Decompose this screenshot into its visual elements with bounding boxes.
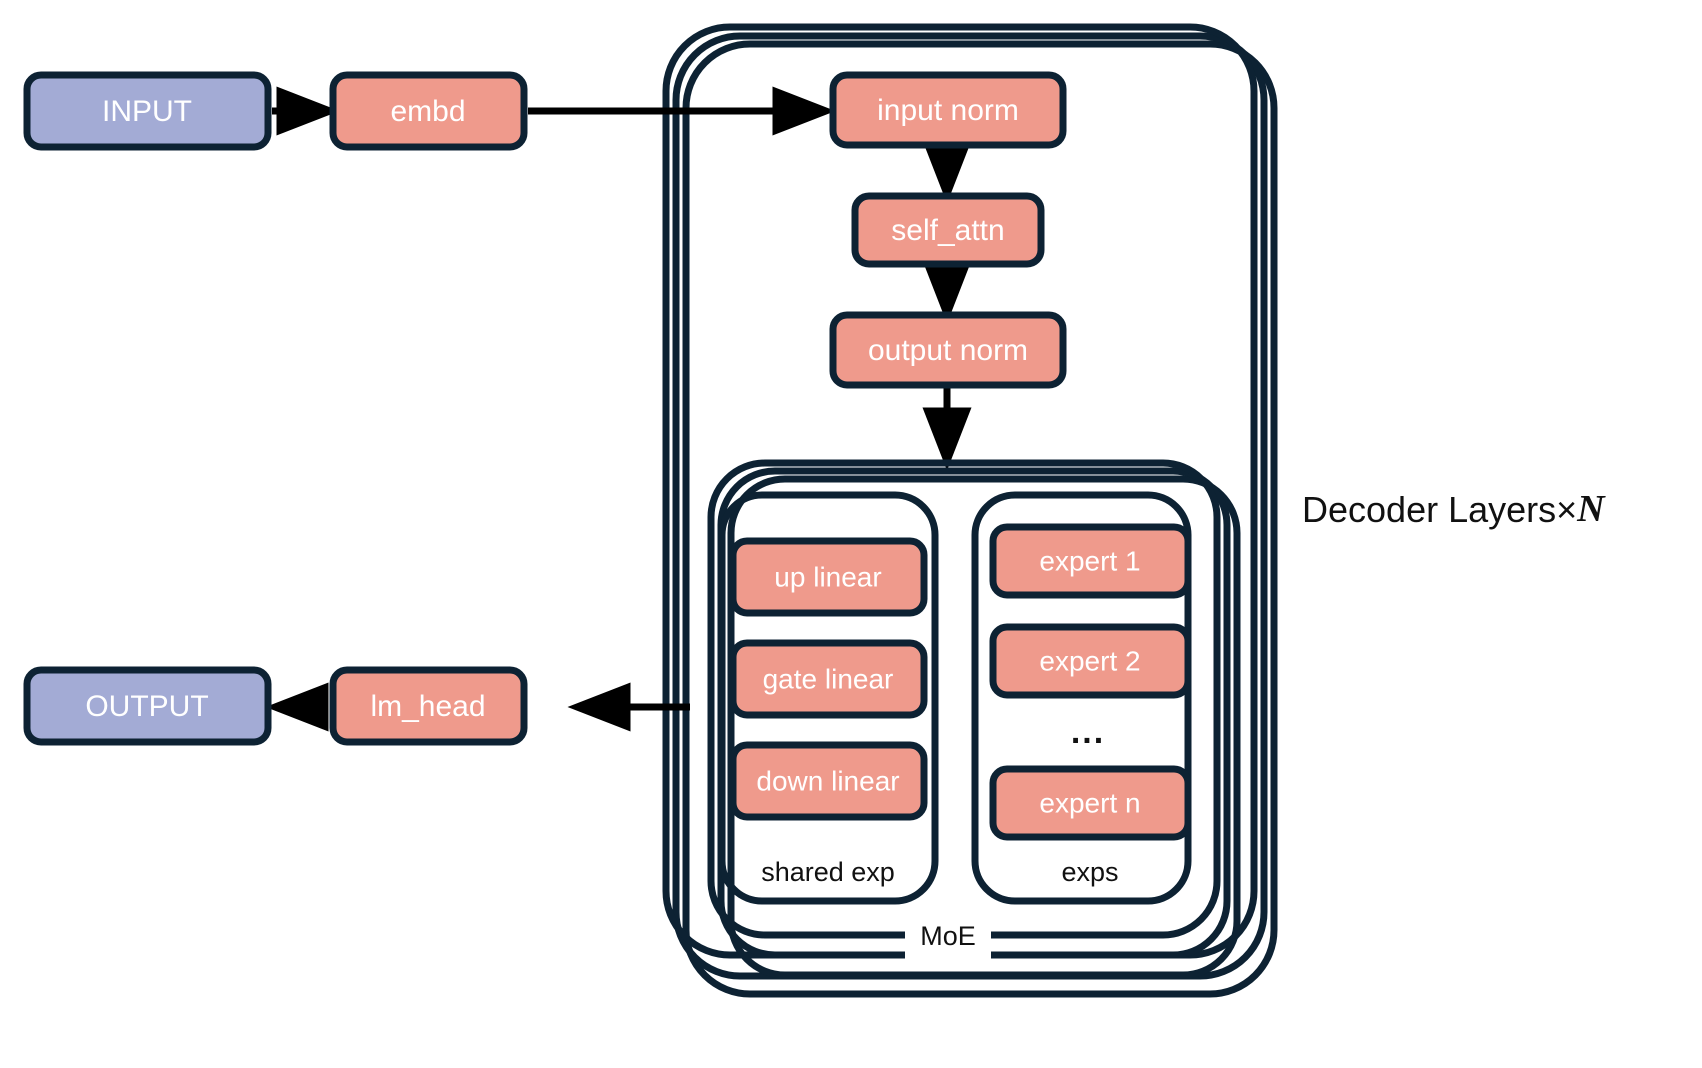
- group-shared-exp: up linear gate linear down linear shared…: [718, 491, 939, 905]
- up-linear-box[interactable]: [729, 537, 928, 617]
- node-expert-n[interactable]: expert n: [989, 765, 1192, 841]
- node-lm-head[interactable]: lm_head: [329, 666, 528, 746]
- node-self-attn[interactable]: self_attn: [851, 192, 1045, 268]
- node-output[interactable]: OUTPUT: [23, 666, 272, 746]
- expert-1-box[interactable]: [989, 523, 1192, 599]
- output-norm-box[interactable]: [829, 311, 1067, 389]
- self-attn-box[interactable]: [851, 192, 1045, 268]
- shared-exp-box: [718, 491, 939, 905]
- embd-box[interactable]: [329, 71, 528, 151]
- moe-label: MoE: [920, 921, 976, 951]
- node-input-norm[interactable]: input norm: [829, 71, 1067, 149]
- shared-exp-label: shared exp: [761, 857, 895, 887]
- expert-ellipsis-label: ...: [1071, 713, 1105, 751]
- edges: [265, 86, 972, 732]
- node-up-linear[interactable]: up linear: [729, 537, 928, 617]
- gate-linear-box[interactable]: [729, 639, 928, 719]
- moe-container-stack: MoE: [707, 459, 1241, 979]
- output-box[interactable]: [23, 666, 272, 746]
- node-gate-linear[interactable]: gate linear: [729, 639, 928, 719]
- input-box[interactable]: [23, 71, 272, 151]
- expert-2-box[interactable]: [989, 623, 1192, 699]
- decoder-layers-text: Decoder Layers×: [1302, 489, 1577, 530]
- decoder-layers-var: N: [1576, 488, 1606, 530]
- node-input[interactable]: INPUT: [23, 71, 272, 151]
- node-output-norm[interactable]: output norm: [829, 311, 1067, 389]
- down-linear-box[interactable]: [729, 741, 928, 821]
- node-expert-2[interactable]: expert 2: [989, 623, 1192, 699]
- exps-label: exps: [1061, 857, 1118, 887]
- lm-head-box[interactable]: [329, 666, 528, 746]
- decoder-layers-annotation: Decoder Layers×N: [1302, 488, 1606, 530]
- group-exps: expert 1 expert 2 ... expert n exps: [971, 491, 1192, 905]
- moe-label-mask: [905, 916, 991, 960]
- exps-box: [971, 491, 1192, 905]
- decoder-layers-caption: Decoder Layers×N: [1302, 488, 1606, 530]
- moe-card-back: [727, 475, 1241, 979]
- expert-n-box[interactable]: [989, 765, 1192, 841]
- node-down-linear[interactable]: down linear: [729, 741, 928, 821]
- node-expert-1[interactable]: expert 1: [989, 523, 1192, 599]
- decoder-layer-card-back: [682, 40, 1278, 998]
- node-embd[interactable]: embd: [329, 71, 528, 151]
- input-norm-box[interactable]: [829, 71, 1067, 149]
